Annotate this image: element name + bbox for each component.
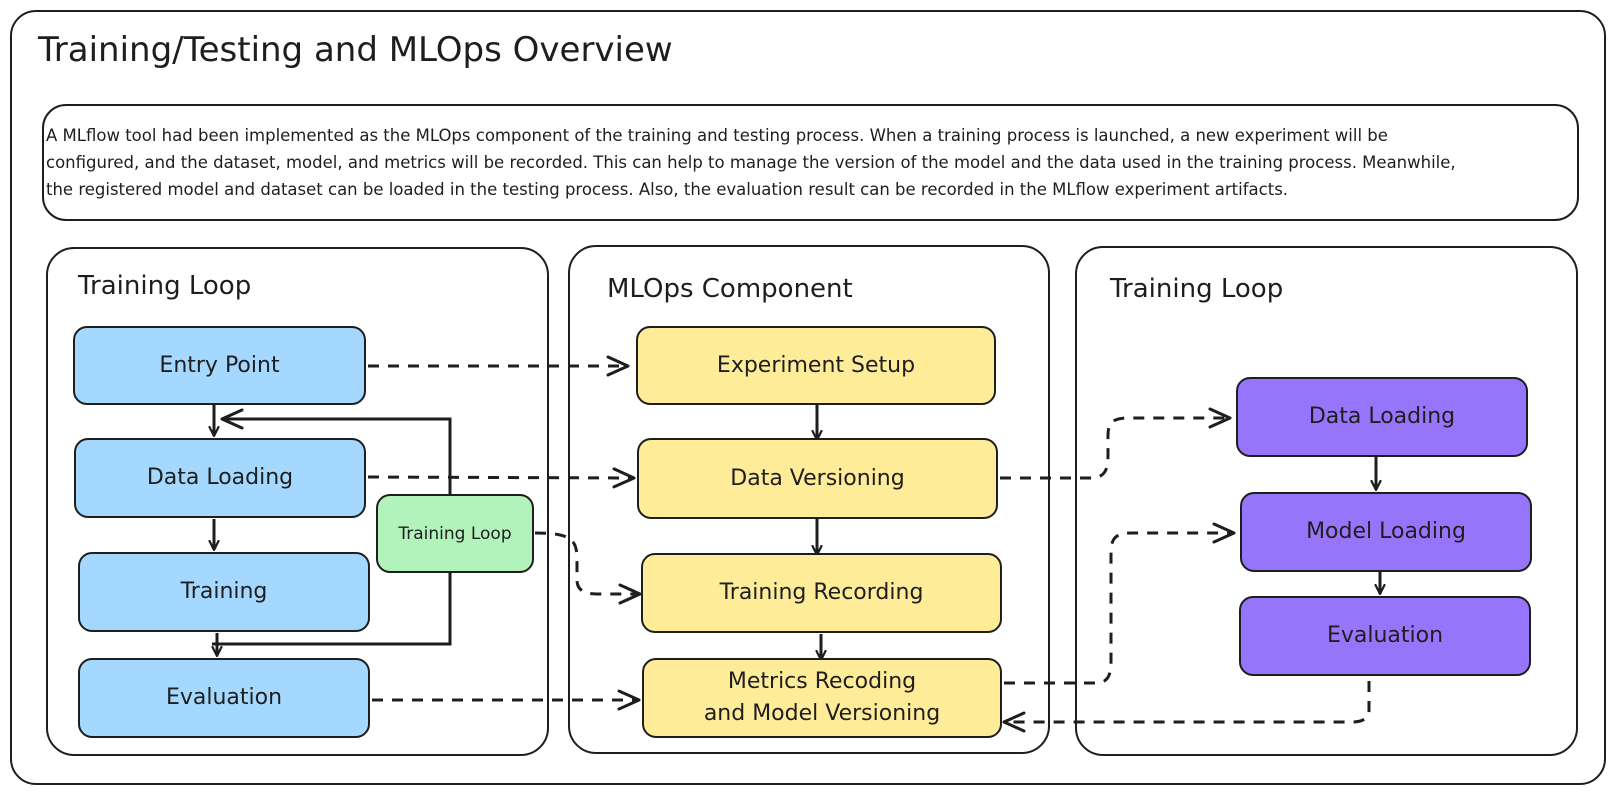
dashed-training-loop-to-training-recording	[534, 531, 642, 605]
loop-line-down	[212, 573, 452, 646]
diagram-frame	[10, 10, 1606, 785]
dashed-r-evaluation-to-metrics	[1002, 681, 1371, 733]
node-training-recording[interactable]: Training Recording	[641, 553, 1002, 633]
description-text: A MLflow tool had been implemented as th…	[46, 126, 1456, 199]
node-training[interactable]: Training	[78, 552, 370, 632]
panel-training-loop-left	[46, 247, 549, 756]
dashed-data-loading-to-data-versioning	[367, 467, 636, 489]
panel-mlops-component	[568, 245, 1050, 754]
panel-title-training-loop-right: Training Loop	[1110, 274, 1284, 304]
description-box	[42, 104, 1579, 221]
node-data-loading[interactable]: Data Loading	[74, 438, 366, 518]
dashed-metrics-to-model-loading	[1004, 522, 1236, 685]
node-entry-point[interactable]: Entry Point	[73, 326, 366, 405]
panel-training-loop-right	[1075, 246, 1578, 756]
node-data-versioning[interactable]: Data Versioning	[637, 438, 998, 519]
dashed-data-versioning-to-r-data-loading	[1000, 407, 1232, 480]
node-training-loop[interactable]: Training Loop	[376, 494, 534, 573]
loop-line-up	[220, 408, 452, 494]
panel-title-mlops-component: MLOps Component	[607, 274, 853, 304]
node-evaluation[interactable]: Evaluation	[78, 658, 370, 738]
node-experiment-setup[interactable]: Experiment Setup	[636, 326, 996, 405]
node-r-data-loading[interactable]: Data Loading	[1236, 377, 1528, 457]
node-model-loading[interactable]: Model Loading	[1240, 492, 1532, 572]
node-r-evaluation[interactable]: Evaluation	[1239, 596, 1531, 676]
node-metrics-recording[interactable]: Metrics Recoding and Model Versioning	[642, 658, 1002, 738]
panel-title-training-loop-left: Training Loop	[78, 271, 252, 301]
diagram-title: Training/Testing and MLOps Overview	[38, 30, 673, 70]
